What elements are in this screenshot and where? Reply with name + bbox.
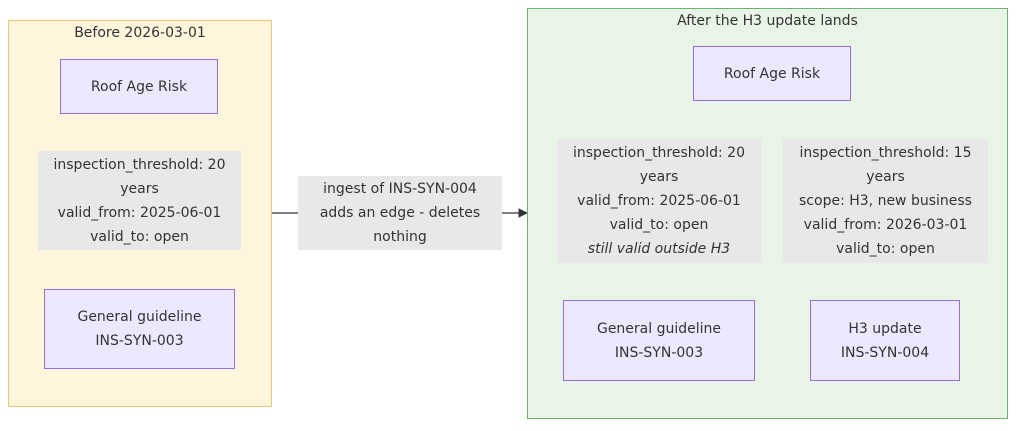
after-h3-edge-label-line2: years — [866, 169, 905, 185]
after-h3-edge-label: inspection_threshold: 15 years scope: H3… — [783, 139, 988, 263]
before-cluster-title: Before 2026-03-01 — [74, 25, 206, 41]
after-h3-edge-label-line4: valid_from: 2026-03-01 — [803, 217, 968, 233]
after-cluster-title: After the H3 update lands — [677, 13, 858, 29]
after-general-guideline-line1: General guideline — [596, 320, 722, 337]
after-h3-update-node[interactable]: H3 update INS-SYN-004 — [810, 300, 960, 381]
before-roof-age-risk-node[interactable]: Roof Age Risk — [60, 59, 218, 114]
after-h3-edge-label-line1: inspection_threshold: 15 — [799, 145, 972, 161]
after-h3-update-line2: INS-SYN-004 — [840, 344, 930, 361]
after-h3-update-line1: H3 update — [848, 320, 922, 337]
after-general-edge-label: inspection_threshold: 20 years valid_fro… — [557, 139, 761, 263]
before-edge-label-line4: valid_to: open — [90, 228, 189, 245]
before-edge-label-line3: valid_from: 2025-06-01 — [57, 204, 222, 221]
before-edge-label-line1: inspection_threshold: 20 — [53, 156, 226, 173]
after-general-guideline-node[interactable]: General guideline INS-SYN-003 — [563, 300, 755, 381]
after-general-edge-label-line4: valid_to: open — [609, 217, 709, 233]
transition-label-line2: adds an edge - deletes — [319, 205, 481, 221]
transition-label-line1: ingest of INS-SYN-004 — [323, 181, 477, 197]
after-general-edge-label-line3: valid_from: 2025-06-01 — [577, 193, 741, 209]
after-general-guideline-line2: INS-SYN-003 — [614, 344, 704, 361]
after-general-edge-label-line2: years — [639, 169, 679, 185]
before-general-guideline-line1: General guideline — [77, 309, 202, 325]
after-general-edge-label-line5: still valid outside H3 — [587, 241, 731, 257]
after-h3-edge-label-line3: scope: H3, new business — [799, 193, 972, 209]
before-roof-age-risk-label: Roof Age Risk — [90, 78, 188, 95]
after-h3-edge-label-line5: valid_to: open — [836, 241, 935, 257]
after-general-edge-label-line1: inspection_threshold: 20 — [573, 145, 745, 161]
before-general-guideline-node[interactable]: General guideline INS-SYN-003 — [44, 289, 235, 369]
before-edge-label-line2: years — [120, 180, 159, 197]
transition-edge-label: ingest of INS-SYN-004 adds an edge - del… — [298, 176, 502, 250]
after-roof-age-risk-node[interactable]: Roof Age Risk — [693, 46, 851, 101]
before-general-guideline-line2: INS-SYN-003 — [95, 333, 184, 349]
before-edge-label: inspection_threshold: 20 years valid_fro… — [38, 151, 241, 250]
after-roof-age-risk-label: Roof Age Risk — [723, 65, 821, 82]
transition-label-line3: nothing — [373, 229, 427, 245]
